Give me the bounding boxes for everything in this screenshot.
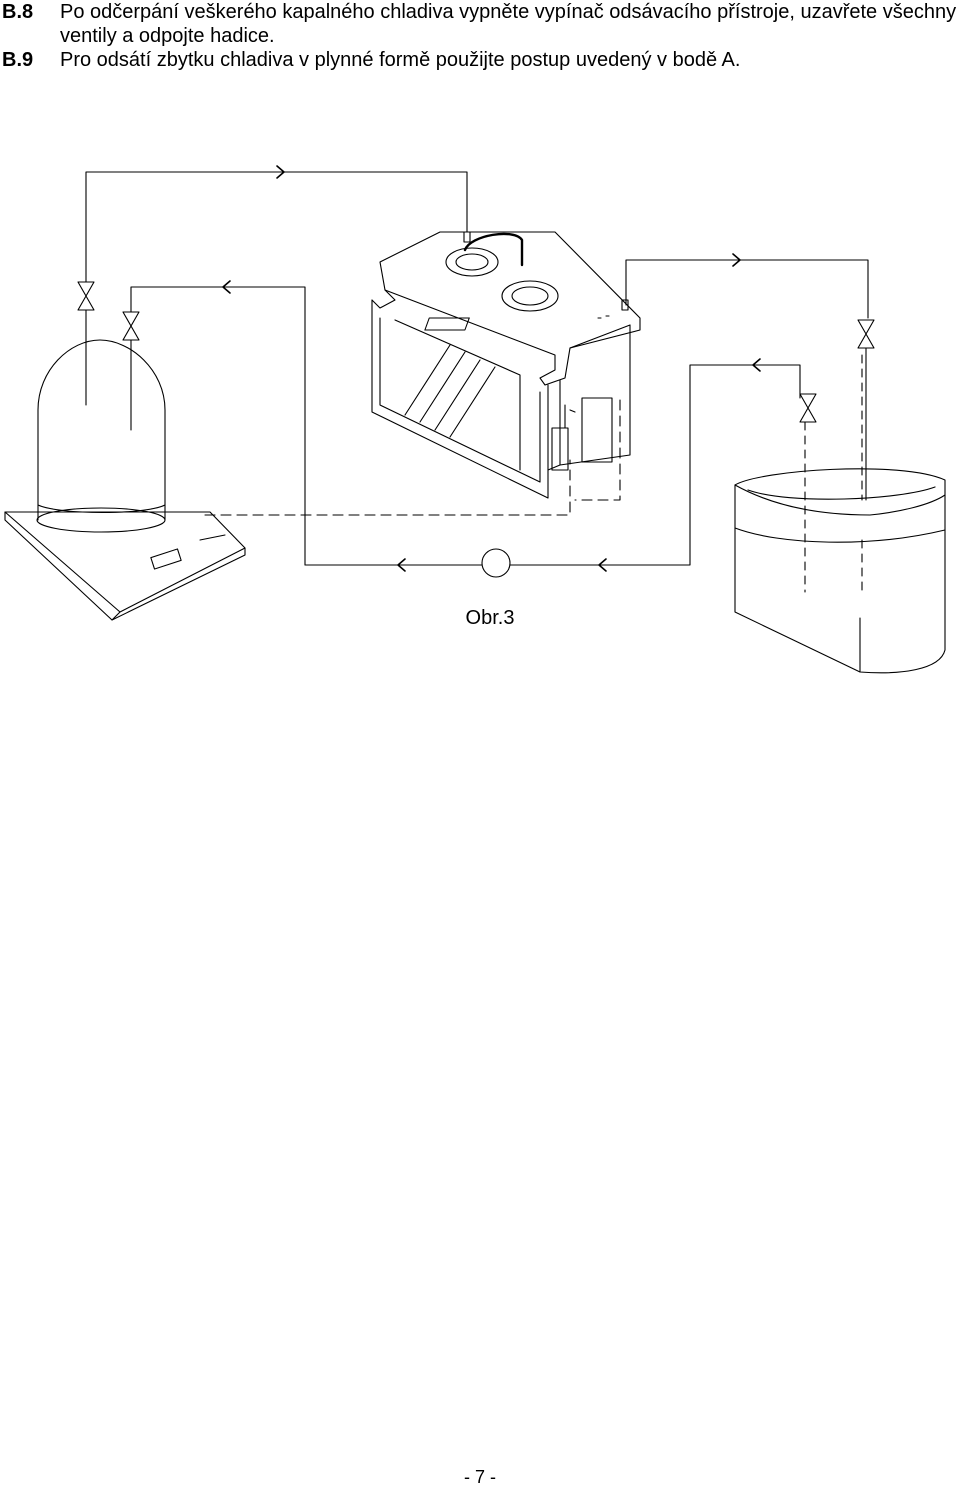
arrow-icon [397,558,406,572]
hose-bottom-right [509,364,801,566]
hose-unit-right [625,259,869,319]
recovery-diagram [4,165,946,674]
step-number: B.9 [2,49,34,71]
dashed-hose-drum [804,354,863,593]
figure-caption: Obr.3 [465,607,515,629]
dashed-hose-scale [204,459,571,516]
step-text: Po odčerpání veškerého kapalného chladiv… [60,1,957,47]
step-b9: B.9 Pro odsátí zbytku chladiva v plynné … [0,48,960,72]
valve-icon [77,281,95,311]
refrigerant-cylinder [36,339,166,533]
recovery-drum [734,468,946,674]
arrow-icon [598,558,607,572]
instruction-steps: B.8 Po odčerpání veškerého kapalného chl… [0,0,960,72]
step-number: B.8 [2,1,34,23]
page-number: - 7 - [463,1467,496,1487]
scale [4,511,246,621]
recovery-unit [371,231,641,499]
sight-glass-icon [481,548,511,578]
arrow-icon [276,165,285,179]
arrow-icon [752,358,761,372]
valve-icon [122,311,140,341]
valve-icon [857,319,875,349]
gauge-icon [445,247,499,277]
hose-cylinder-unit [130,286,306,566]
dashed-hose-unit [574,399,621,501]
step-text: Pro odsátí zbytku chladiva v plynné form… [60,49,741,71]
arrow-icon [732,253,741,267]
arrow-icon [222,280,231,294]
hose-top [85,171,468,283]
flow-arrows [222,165,761,572]
valve-icon [799,393,817,423]
gauge-icon [501,280,559,312]
step-b8: B.8 Po odčerpání veškerého kapalného chl… [0,0,960,48]
